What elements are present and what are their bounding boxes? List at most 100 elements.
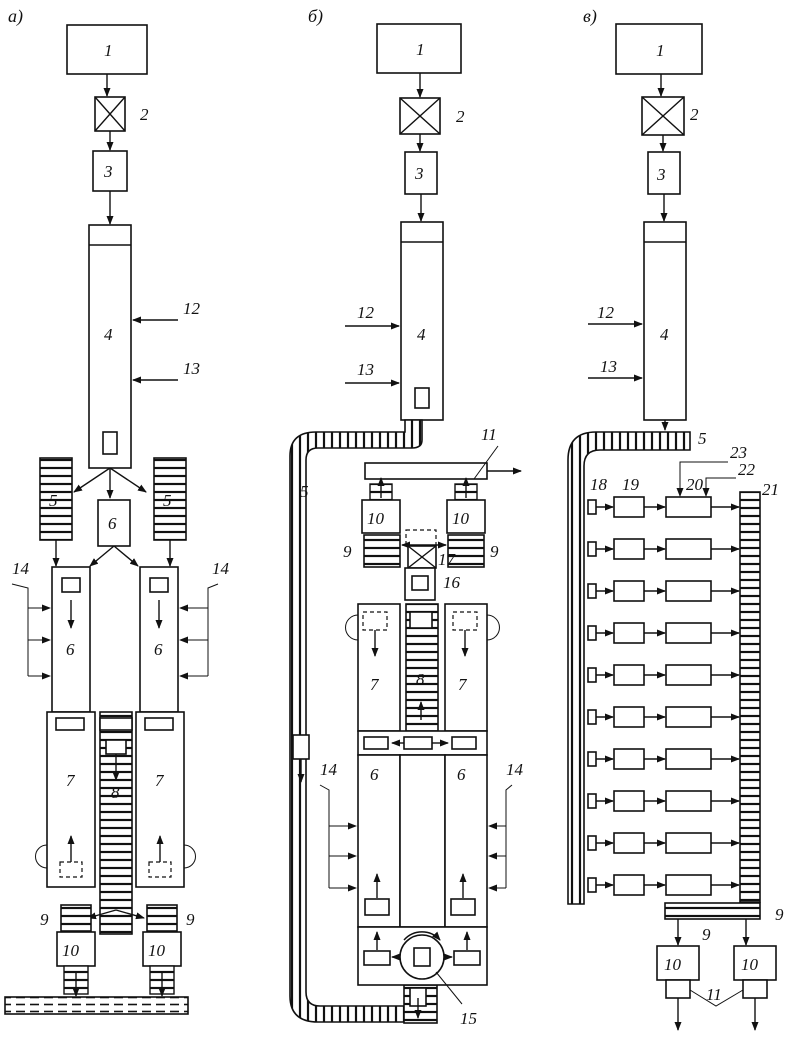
a-label-5-left: 5 xyxy=(49,491,58,510)
b-label-5: 5 xyxy=(300,482,309,501)
a-label-10-right: 10 xyxy=(148,941,166,960)
b-label-8: 8 xyxy=(416,670,425,689)
c-block-3 xyxy=(647,151,681,195)
c-label-19: 19 xyxy=(622,475,640,494)
b-label-11: 11 xyxy=(481,425,497,444)
b-label-7-left: 7 xyxy=(370,675,380,694)
c-label-20: 20 xyxy=(686,475,704,494)
c-label-23: 23 xyxy=(730,443,747,462)
panel-a: а) 1 2 3 4 12 13 5 5 6 xyxy=(4,6,230,1015)
a-label-5-right: 5 xyxy=(163,491,172,510)
a-label-7-left: 7 xyxy=(66,771,76,790)
c-row-9 xyxy=(587,832,740,854)
b-label-9-right: 9 xyxy=(490,542,499,561)
panel-b-title: б) xyxy=(308,6,323,27)
b-label-9-left: 9 xyxy=(343,542,352,561)
a-chamber-6-left-outlet xyxy=(61,577,81,593)
b-label-6-left: 6 xyxy=(370,765,379,784)
a-chamber-6-right-outlet xyxy=(149,577,169,593)
a-label-10-left: 10 xyxy=(62,941,80,960)
a-label-1: 1 xyxy=(104,41,113,60)
c-label-12: 12 xyxy=(597,303,615,322)
b-label-12: 12 xyxy=(357,303,375,322)
b-column-4-outlet xyxy=(414,387,430,409)
b-block-1 xyxy=(376,23,462,74)
c-label-13: 13 xyxy=(600,357,617,376)
c-row-7 xyxy=(587,748,740,770)
panel-b: б) 1 2 3 4 12 13 5 11 xyxy=(289,6,524,1028)
c-label-5: 5 xyxy=(698,429,707,448)
b-valve-17-icon xyxy=(407,545,437,569)
a-block-10-right xyxy=(142,931,182,967)
a-feeder-9-right xyxy=(146,904,178,932)
c-label-4: 4 xyxy=(660,325,669,344)
c-row-2 xyxy=(587,538,740,560)
a-column-4 xyxy=(88,224,132,469)
c-label-9-mid: 9 xyxy=(702,925,711,944)
c-label-3: 3 xyxy=(656,165,666,184)
b-label-10-right: 10 xyxy=(452,509,470,528)
b-label-14-right: 14 xyxy=(506,760,524,779)
a-feeder-9-left xyxy=(60,904,92,932)
b-label-1: 1 xyxy=(416,40,425,59)
c-label-10-right: 10 xyxy=(741,955,759,974)
a-block-6-center xyxy=(97,499,131,547)
b-label-16: 16 xyxy=(443,573,461,592)
a-label-9-right: 9 xyxy=(186,910,195,929)
b-label-4: 4 xyxy=(417,325,426,344)
a-label-6-center: 6 xyxy=(108,514,117,533)
a-label-3: 3 xyxy=(103,162,113,181)
a-label-7-right: 7 xyxy=(155,771,165,790)
b-chamber-6-mid xyxy=(399,754,446,928)
a-label-12: 12 xyxy=(183,299,201,318)
a-block-1 xyxy=(66,24,148,75)
a-label-6-right: 6 xyxy=(154,640,163,659)
b-feeder-9-right xyxy=(447,534,485,568)
a-label-4: 4 xyxy=(104,325,113,344)
a-label-6-left: 6 xyxy=(66,640,75,659)
a-chamber-6-left xyxy=(51,566,91,713)
c-label-2: 2 xyxy=(690,105,699,124)
b-conveyor-5-loop xyxy=(289,419,423,1023)
panel-a-title: а) xyxy=(8,6,23,27)
a-collector-tray xyxy=(4,996,189,1015)
c-conveyor-5 xyxy=(567,431,691,905)
c-collector-9 xyxy=(664,902,761,920)
c-block-1 xyxy=(615,23,703,75)
c-row-8 xyxy=(587,790,740,812)
c-column-4 xyxy=(643,221,687,421)
b-label-15: 15 xyxy=(460,1009,477,1028)
a-chamber-7-left-gate xyxy=(55,717,85,731)
a-label-2: 2 xyxy=(140,105,149,124)
c-label-10-left: 10 xyxy=(664,955,682,974)
c-label-21: 21 xyxy=(762,480,779,499)
c-row-10 xyxy=(587,874,740,896)
c-row-3 xyxy=(587,580,740,602)
c-row-1 xyxy=(587,496,740,518)
a-label-14-right: 14 xyxy=(212,559,230,578)
b-label-7-right: 7 xyxy=(458,675,468,694)
c-label-22: 22 xyxy=(738,460,756,479)
b-chamber-7-right xyxy=(444,603,488,732)
b-conveyor-11 xyxy=(364,462,488,480)
c-row-4 xyxy=(587,622,740,644)
c-label-9-right: 9 xyxy=(775,905,784,924)
b-label-3: 3 xyxy=(414,164,424,183)
b-label-10-left: 10 xyxy=(367,509,385,528)
c-conveyor-21 xyxy=(739,491,761,903)
c-label-18: 18 xyxy=(590,475,608,494)
b-label-6-right: 6 xyxy=(457,765,466,784)
a-block-3 xyxy=(92,150,128,192)
a-label-13: 13 xyxy=(183,359,200,378)
b-block-10-left xyxy=(361,499,401,534)
c-label-1: 1 xyxy=(656,41,665,60)
b-label-14-left: 14 xyxy=(320,760,338,779)
panel-c: в) 1 2 3 4 12 13 5 23 22 18 19 20 21 xyxy=(567,6,784,1031)
b-label-2: 2 xyxy=(456,107,465,126)
a-valve-2-icon xyxy=(94,96,126,132)
a-chamber-7-right-gate xyxy=(144,717,174,731)
a-label-9-left: 9 xyxy=(40,910,49,929)
b-block-10-right xyxy=(446,499,486,534)
b-column-4 xyxy=(400,221,444,421)
